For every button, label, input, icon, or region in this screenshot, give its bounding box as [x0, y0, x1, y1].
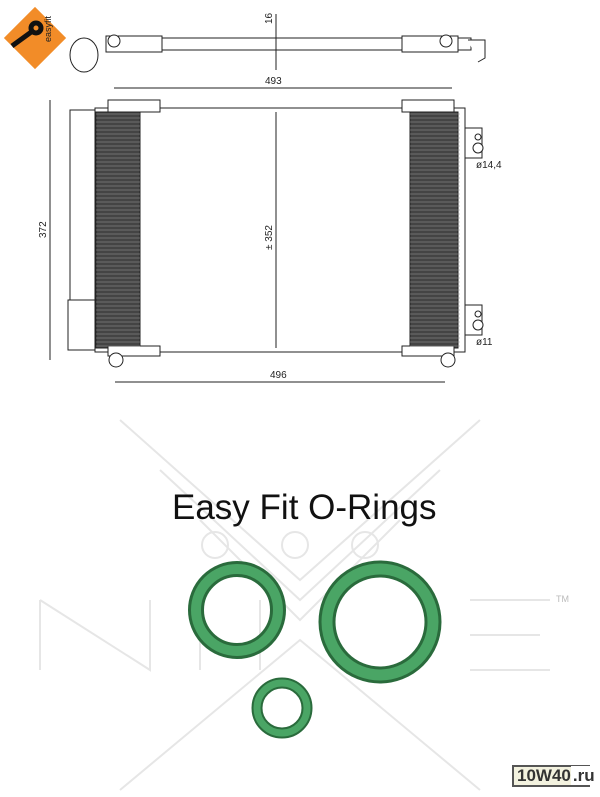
condenser [67, 99, 484, 368]
easyfit-logo: easyfit [3, 6, 67, 70]
badge-main: 10W40 [517, 766, 571, 785]
dim-port-lower: ø11 [476, 337, 493, 348]
badge-suffix: .ru [570, 766, 597, 785]
o-rings [188, 560, 442, 739]
trademark: TM [556, 594, 569, 604]
dim-pipe-height: 16 [264, 12, 275, 24]
dim-height-total: 372 [38, 221, 49, 238]
logo-text: easyfit [43, 15, 53, 42]
dim-port-upper: ø14,4 [476, 160, 502, 171]
title: Easy Fit O-Rings [172, 488, 437, 527]
wrench-icon [10, 20, 44, 49]
site-badge: 10W40.ru [512, 765, 597, 787]
nrf-watermark [39, 419, 550, 791]
dim-core-height: ± 352 [264, 225, 275, 250]
dim-bottom-width: 496 [270, 370, 287, 381]
top-pipe [69, 14, 486, 73]
dim-top-width: 493 [265, 76, 282, 87]
fins [96, 113, 460, 347]
